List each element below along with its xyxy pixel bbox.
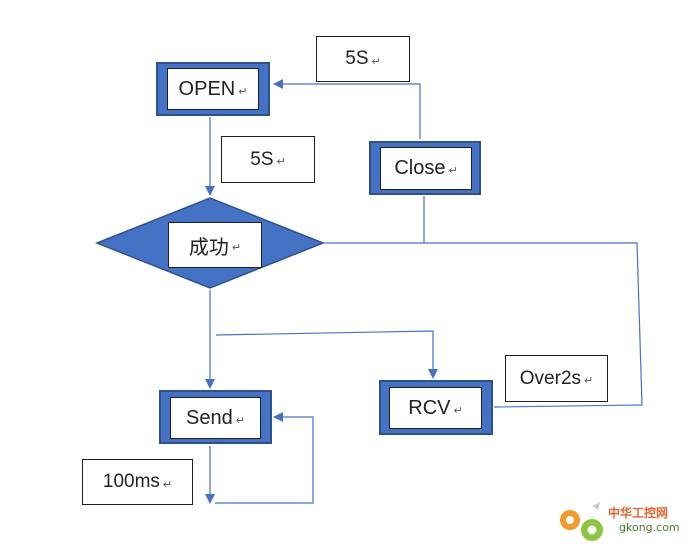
send-loop-connector — [215, 412, 314, 504]
open-node: OPEN↵ — [167, 68, 259, 110]
gear-icon — [560, 502, 603, 541]
send-node: Send↵ — [170, 397, 261, 439]
paragraph-mark-icon: ↵ — [448, 165, 458, 177]
close-to-open-connector — [273, 79, 421, 139]
send-node-label: Send — [186, 406, 233, 429]
send-loop-interval-note: 100ms↵ — [82, 459, 193, 505]
success-right-connector — [323, 242, 643, 408]
rcv-timeout-note: Over2s↵ — [505, 355, 608, 402]
close-node-label: Close — [394, 157, 446, 179]
open-to-success-delay-note: 5S↵ — [221, 136, 315, 183]
paragraph-mark-icon: ↵ — [231, 241, 242, 254]
open-node-label: OPEN — [178, 77, 236, 100]
paragraph-mark-icon: ↵ — [235, 414, 245, 427]
paragraph-mark-icon: ↵ — [584, 375, 594, 387]
watermark-domain: gkong.com — [619, 521, 680, 534]
gkong-logo — [560, 502, 603, 541]
close-to-open-delay-note: 5S↵ — [316, 36, 410, 82]
send-loop-interval-label: 100ms — [102, 471, 160, 492]
success-decision: 成功↵ — [168, 222, 262, 268]
success-decision-label: 成功 — [188, 236, 229, 259]
paragraph-mark-icon: ↵ — [371, 55, 381, 68]
paragraph-mark-icon: ↵ — [238, 85, 248, 98]
paragraph-mark-icon: ↵ — [276, 156, 286, 168]
close-node: Close↵ — [380, 147, 472, 190]
branch-to-rcv-connector — [215, 330, 438, 379]
rcv-timeout-label: Over2s — [519, 367, 582, 389]
watermark-title: 中华工控网 — [608, 506, 669, 520]
open-to-success-delay-label: 5S — [250, 148, 274, 170]
rcv-node-label: RCV — [408, 396, 451, 419]
rcv-node: RCV↵ — [389, 387, 482, 429]
paragraph-mark-icon: ↵ — [162, 478, 173, 491]
paragraph-mark-icon: ↵ — [453, 404, 463, 417]
close-to-open-delay-label: 5S — [345, 48, 369, 69]
